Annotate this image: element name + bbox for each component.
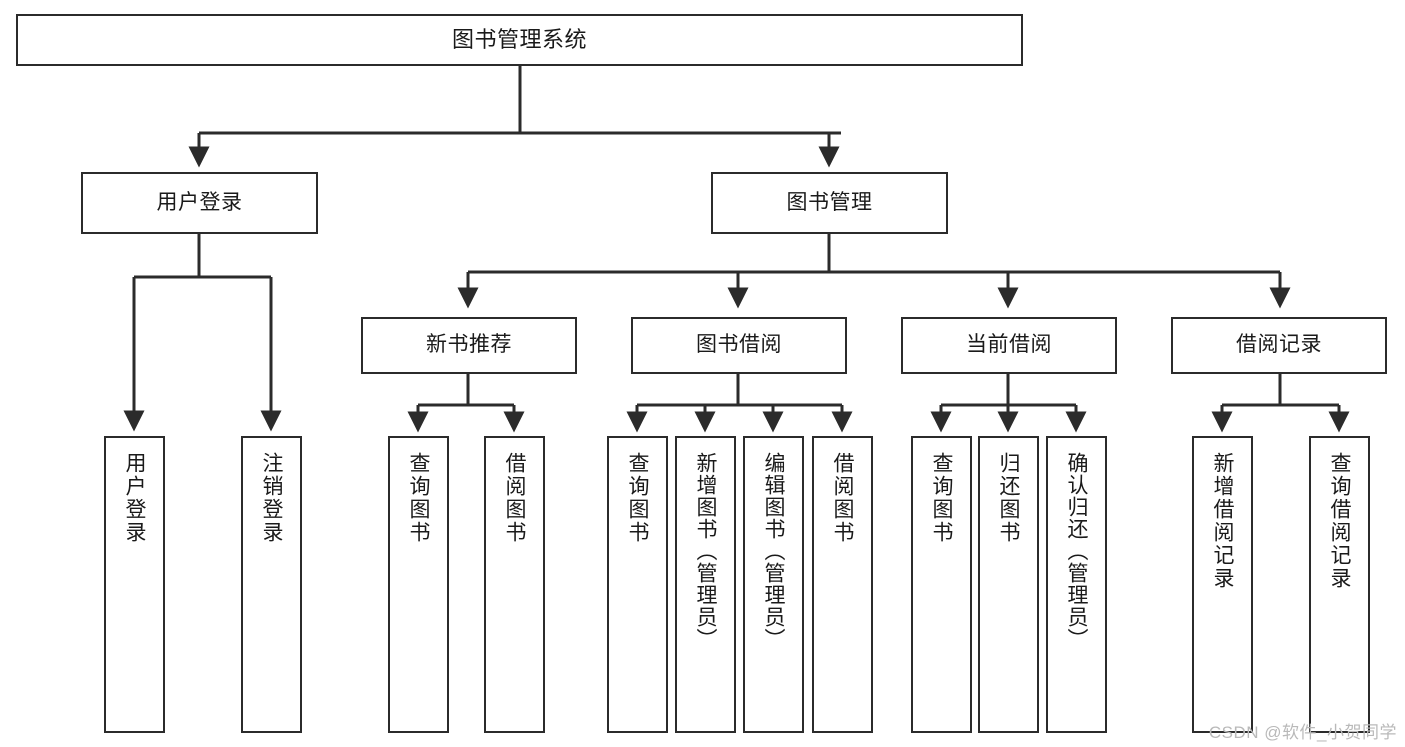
leaf-edit-book-admin[interactable]: 编辑图书（管理员） [743,436,804,733]
node-label: 注销登录 [260,452,283,544]
node-label: 用户登录 [123,452,146,544]
node-current-borrowing[interactable]: 当前借阅 [901,317,1117,374]
leaf-add-book-admin[interactable]: 新增图书（管理员） [675,436,736,733]
node-root-book-management-system[interactable]: 图书管理系统 [16,14,1023,66]
node-label: 借阅记录 [1236,333,1322,357]
node-label: 当前借阅 [966,333,1052,357]
node-label: 查询图书 [407,452,430,544]
node-label: 新增借阅记录 [1211,452,1234,590]
leaf-user-login[interactable]: 用户登录 [104,436,165,733]
node-label: 图书借阅 [696,333,782,357]
node-label: 确认归还（管理员） [1065,452,1088,650]
node-label: 查询借阅记录 [1328,452,1351,590]
leaf-query-book-newrec[interactable]: 查询图书 [388,436,449,733]
node-label: 借阅图书 [503,452,526,544]
csdn-watermark: CSDN @软件_小贺同学 [1208,723,1397,742]
node-label: 新书推荐 [426,333,512,357]
leaf-query-book-borrow[interactable]: 查询图书 [607,436,668,733]
leaf-borrow-book-newrec[interactable]: 借阅图书 [484,436,545,733]
node-new-book-recommendation[interactable]: 新书推荐 [361,317,577,374]
node-book-management[interactable]: 图书管理 [711,172,948,234]
node-label: 借阅图书 [831,452,854,544]
leaf-add-borrow-record[interactable]: 新增借阅记录 [1192,436,1253,733]
leaf-logout[interactable]: 注销登录 [241,436,302,733]
node-label: 图书管理系统 [451,27,587,53]
leaf-confirm-return-admin[interactable]: 确认归还（管理员） [1046,436,1107,733]
node-book-borrowing[interactable]: 图书借阅 [631,317,847,374]
node-label: 图书管理 [786,190,873,214]
node-label: 归还图书 [997,452,1020,544]
node-label: 用户登录 [156,190,243,214]
node-label: 查询图书 [626,452,649,544]
node-borrowing-records[interactable]: 借阅记录 [1171,317,1387,374]
leaf-query-borrow-record[interactable]: 查询借阅记录 [1309,436,1370,733]
node-label: 编辑图书（管理员） [762,452,785,650]
node-label: 新增图书（管理员） [694,452,717,650]
leaf-borrow-book[interactable]: 借阅图书 [812,436,873,733]
node-label: 查询图书 [930,452,953,544]
node-user-login[interactable]: 用户登录 [81,172,318,234]
leaf-query-book-current[interactable]: 查询图书 [911,436,972,733]
leaf-return-book[interactable]: 归还图书 [978,436,1039,733]
